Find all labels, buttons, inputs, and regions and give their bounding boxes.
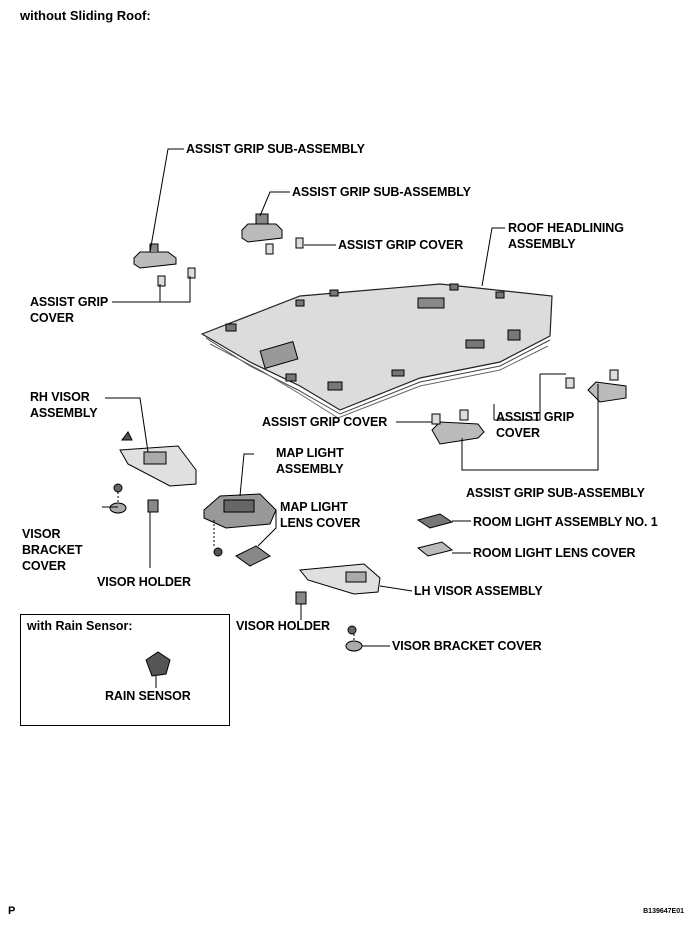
label-assist-grip-cover-mid: ASSIST GRIP COVER [262, 415, 388, 429]
label-assist-grip-cover-right: ASSIST GRIP COVER [496, 410, 575, 440]
label-roof-headlining-assembly: ROOF HEADLINING ASSEMBLY [508, 221, 624, 251]
lh-visor-shape [295, 563, 381, 652]
roof-headlining-shape [200, 283, 553, 419]
label-visor-bracket-cover-left: VISOR BRACKET COVER [22, 527, 83, 573]
inset-title: with Rain Sensor: [27, 619, 133, 633]
label-map-light-assembly: MAP LIGHT ASSEMBLY [276, 446, 344, 476]
label-map-light-lens-cover: MAP LIGHT LENS COVER [280, 500, 361, 530]
label-rain-sensor: RAIN SENSOR [105, 689, 191, 703]
label-visor-bracket-cover-right: VISOR BRACKET COVER [392, 639, 542, 653]
figure-code: B139647E01 [643, 908, 684, 915]
rain-sensor-inset: with Rain Sensor: RAIN SENSOR [20, 614, 230, 726]
label-lh-visor-assembly: LH VISOR ASSEMBLY [414, 584, 543, 598]
assist-grip-2-shape [241, 213, 304, 255]
label-visor-holder-right: VISOR HOLDER [236, 619, 330, 633]
leader-lines [102, 148, 599, 688]
page-heading: without Sliding Roof: [20, 8, 151, 23]
page-letter: P [8, 905, 16, 917]
map-light-shape [203, 493, 277, 567]
label-assist-grip-sub-assembly-3: ASSIST GRIP SUB-ASSEMBLY [466, 486, 645, 500]
label-room-light-lens-cover: ROOM LIGHT LENS COVER [473, 546, 636, 560]
assist-grip-1-shape [133, 243, 196, 287]
assist-grip-right-shape [565, 369, 627, 403]
rain-sensor-shape [145, 651, 171, 677]
label-assist-grip-sub-assembly-2: ASSIST GRIP SUB-ASSEMBLY [292, 185, 471, 199]
rh-visor-shape [109, 431, 197, 514]
assist-grip-mid-shape [431, 409, 485, 445]
label-room-light-assembly-no1: ROOM LIGHT ASSEMBLY NO. 1 [473, 515, 658, 529]
label-assist-grip-sub-assembly-1: ASSIST GRIP SUB-ASSEMBLY [186, 142, 365, 156]
label-assist-grip-cover-left: ASSIST GRIP COVER [30, 295, 109, 325]
label-assist-grip-cover-top: ASSIST GRIP COVER [338, 238, 464, 252]
label-rh-visor-assembly: RH VISOR ASSEMBLY [30, 390, 98, 420]
room-light-shape [416, 513, 454, 557]
label-visor-holder-left: VISOR HOLDER [97, 575, 191, 589]
